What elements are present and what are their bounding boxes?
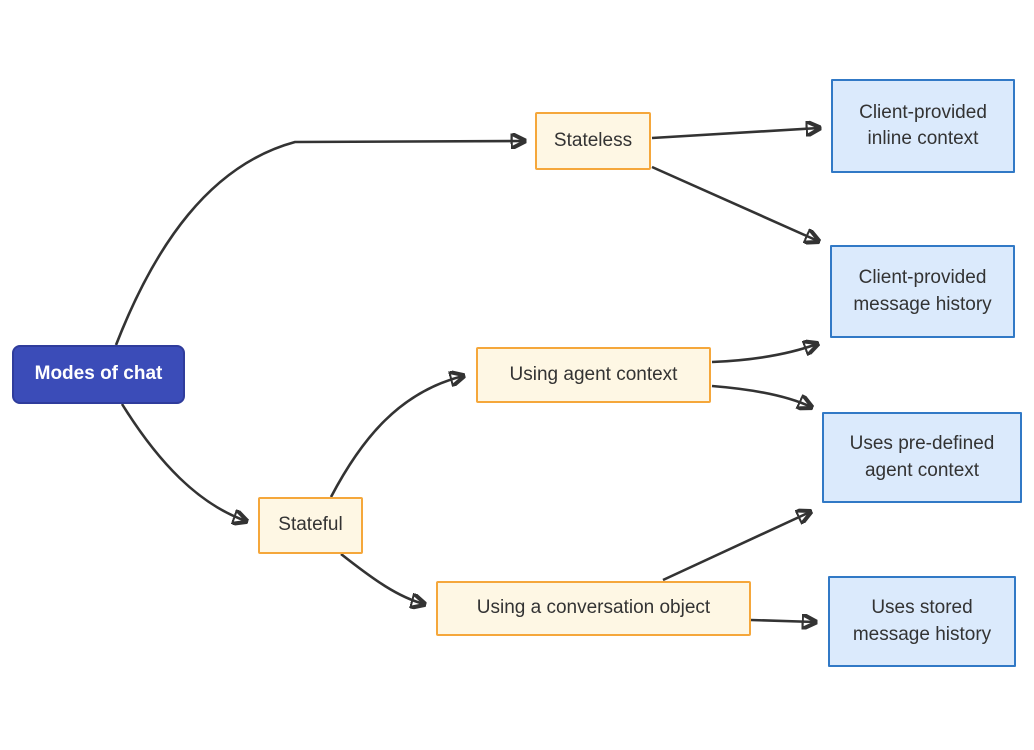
- edge-root-stateful: [120, 403, 246, 521]
- edge-conversation-object-predefined: [662, 512, 810, 582]
- node-modes-of-chat-label: Modes of chat: [34, 363, 163, 385]
- node-stateful: Stateful: [258, 497, 363, 554]
- edge-stateful-conversation-object: [340, 552, 424, 604]
- edge-stateless-message-history: [651, 165, 818, 241]
- node-modes-of-chat: Modes of chat: [12, 345, 185, 404]
- node-using-agent-context: Using agent context: [476, 347, 711, 403]
- node-client-provided-inline-context: Client-provided inline context: [831, 79, 1015, 173]
- edge-root-stateless: [114, 141, 524, 346]
- node-using-a-conversation-object-label: Using a conversation object: [476, 597, 711, 619]
- node-uses-stored-message-history: Uses stored message history: [828, 576, 1016, 667]
- edge-agent-context-message-history: [711, 344, 817, 364]
- node-stateful-label: Stateful: [278, 514, 343, 536]
- node-client-provided-message-history-label: Client-provided message history: [853, 267, 992, 315]
- node-using-a-conversation-object: Using a conversation object: [436, 581, 751, 636]
- node-uses-pre-defined-agent-context: Uses pre-defined agent context: [822, 412, 1022, 503]
- node-stateless: Stateless: [535, 112, 651, 170]
- node-client-provided-inline-context-label: Client-provided inline context: [859, 101, 987, 149]
- edge-stateless-inline-context: [651, 128, 819, 140]
- node-client-provided-message-history: Client-provided message history: [830, 245, 1015, 338]
- edge-stateful-agent-context: [329, 376, 463, 498]
- node-using-agent-context-label: Using agent context: [509, 363, 678, 385]
- node-uses-pre-defined-agent-context-label: Uses pre-defined agent context: [849, 433, 995, 481]
- edge-agent-context-predefined: [711, 384, 811, 407]
- node-uses-stored-message-history-label: Uses stored message history: [852, 597, 992, 645]
- edge-conversation-object-stored-history: [750, 620, 815, 622]
- node-stateless-label: Stateless: [553, 129, 633, 151]
